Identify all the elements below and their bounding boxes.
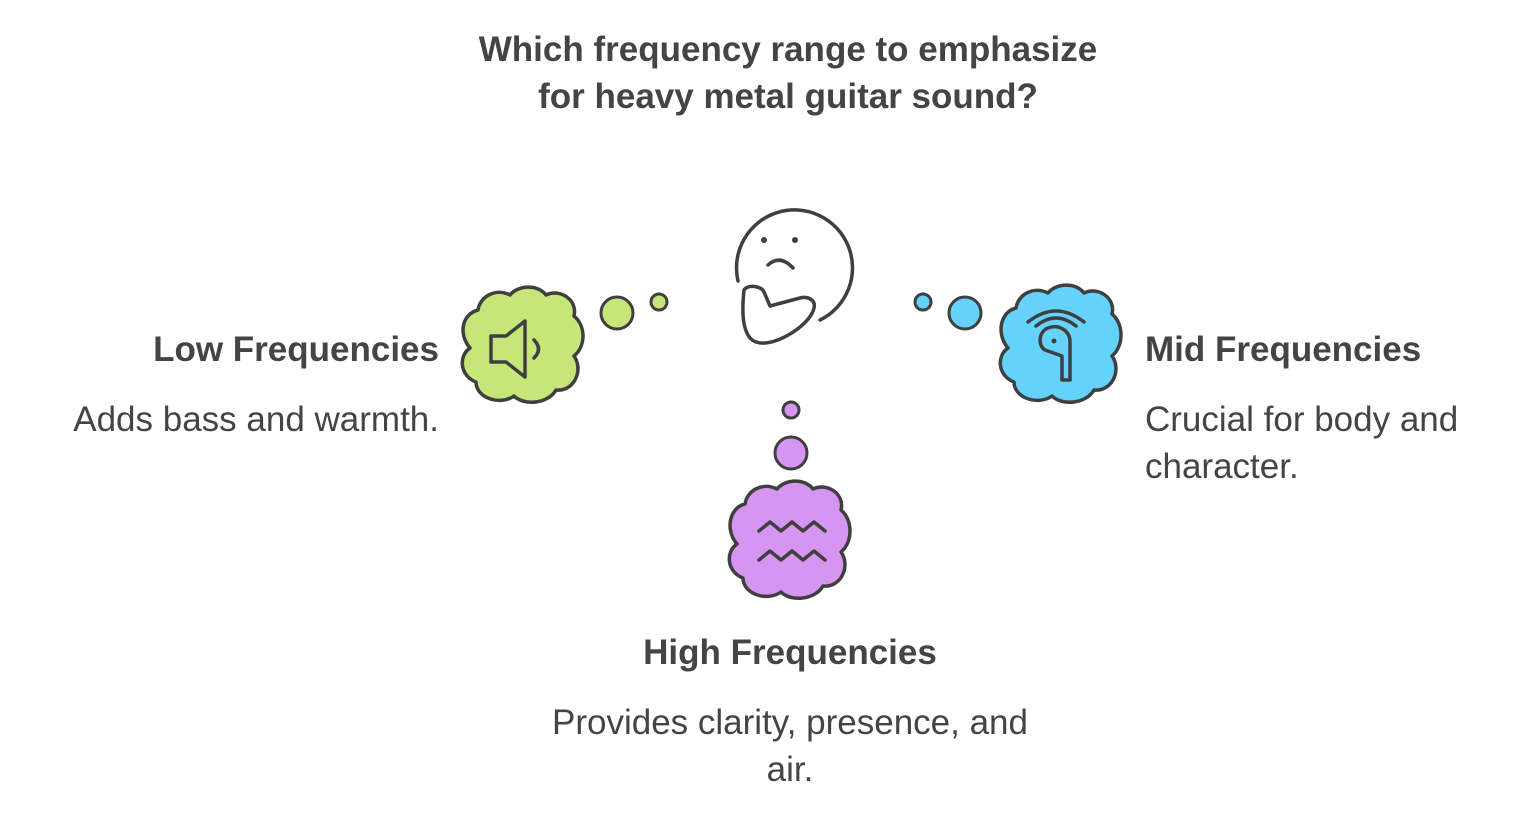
waves-icon (757, 520, 827, 562)
mid-frequencies-description: Crucial for body and character. (1145, 400, 1459, 486)
earbud-icon (1026, 309, 1086, 382)
mid-thought-dots (913, 292, 983, 331)
low-cloud-bubble (460, 285, 585, 404)
low-frequencies-description: Adds bass and warmth. (73, 400, 439, 439)
diagram-title: Which frequency range to emphasize for h… (478, 30, 1098, 116)
low-frequencies-heading: Low Frequencies (153, 330, 439, 369)
thinking-face-icon (734, 208, 855, 345)
high-thought-dots (773, 400, 809, 471)
speaker-icon (489, 319, 541, 379)
mid-cloud-bubble (998, 283, 1123, 404)
high-frequencies-description: Provides clarity, presence, and air. (552, 703, 1028, 789)
mid-frequencies-heading: Mid Frequencies (1145, 330, 1422, 369)
low-thought-dots (599, 292, 669, 331)
high-frequencies-heading: High Frequencies (643, 633, 937, 672)
high-cloud-bubble (727, 479, 852, 600)
